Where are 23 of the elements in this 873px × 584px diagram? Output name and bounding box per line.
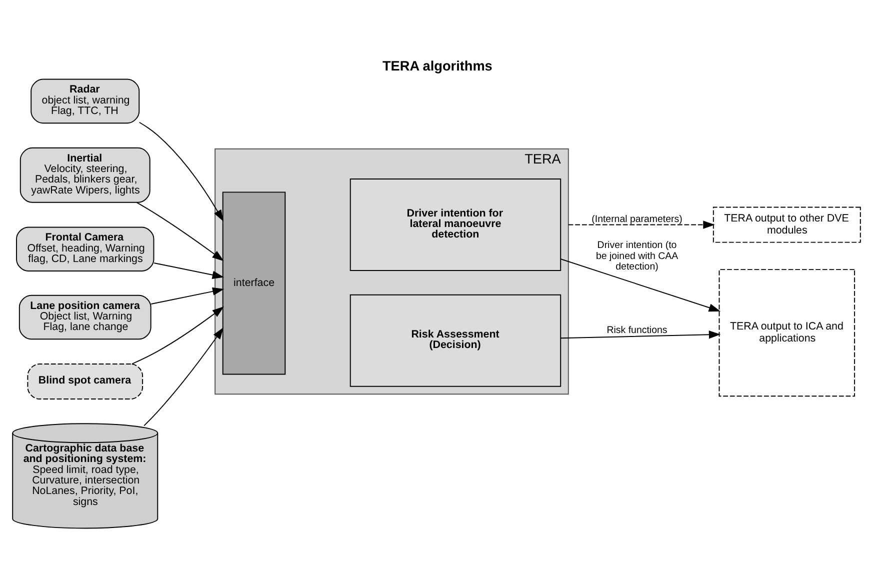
edge-label: Driver intention (to be joined with CAA detection) <box>596 240 678 272</box>
arrow <box>150 286 224 304</box>
node-box: Radar object list, warning Flag, TTC, TH <box>30 78 140 124</box>
diagram-title: TERA algorithms <box>382 58 492 74</box>
node-box: Risk Assessment (Decision) <box>350 294 562 386</box>
node-box: Frontal Camera Offset, heading, Warning flag, CD, Lane markings <box>16 226 154 272</box>
node-box: Lane position camera Object list, Warning Flag, lane change <box>18 294 152 340</box>
node-box: Driver intention for lateral manoeuvre detection <box>350 178 562 271</box>
node-box: TERA output to other DVE modules <box>712 206 861 242</box>
arrow <box>132 306 224 364</box>
arrow <box>560 330 721 338</box>
edge-label: (Internal parameters) <box>592 213 682 224</box>
arrow <box>568 220 715 228</box>
edge-label: Risk functions <box>606 324 668 336</box>
node-box: TERA output to ICA and applications <box>718 268 856 396</box>
node-box: Inertial Velocity, steering, Pedals, blinkers gear, yawRate Wipers, lights <box>20 146 150 202</box>
arrow <box>144 326 224 426</box>
arrow <box>138 121 224 221</box>
node-box: interface <box>222 191 286 374</box>
arrow <box>560 258 721 312</box>
arrow <box>136 202 224 261</box>
arrow <box>154 262 224 278</box>
node-box: Blind spot camera <box>27 363 144 399</box>
